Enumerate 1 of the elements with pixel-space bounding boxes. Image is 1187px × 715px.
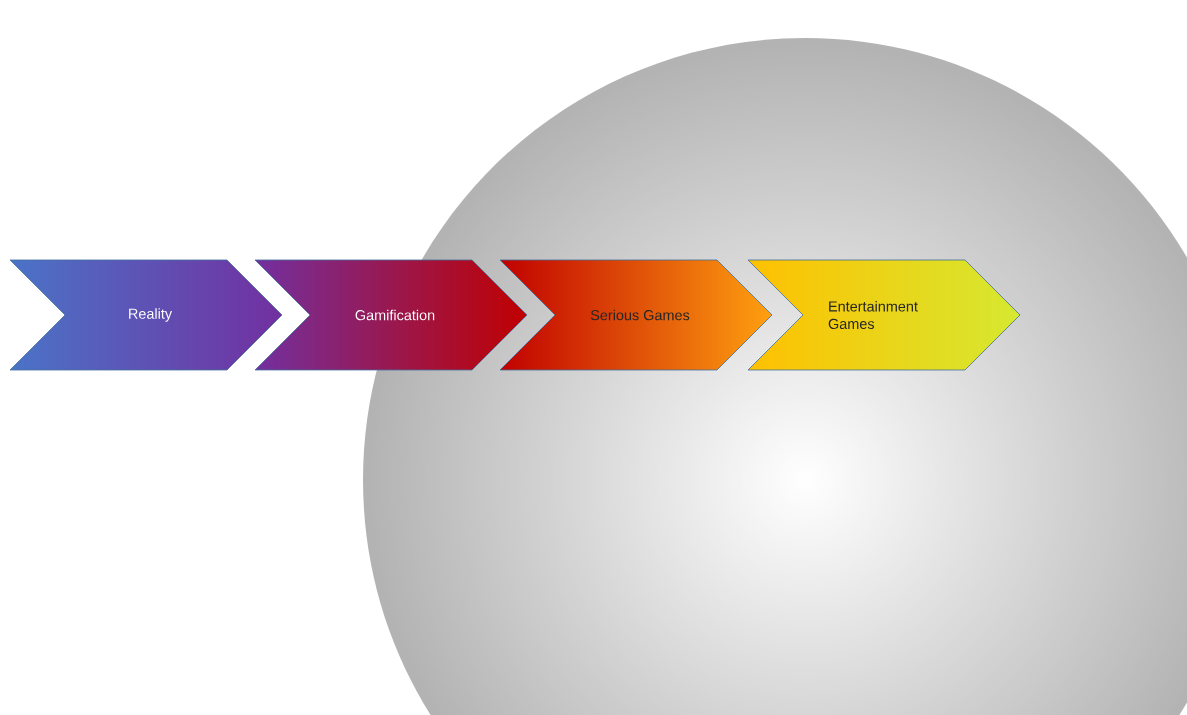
process-step: Reality [9, 259, 283, 371]
